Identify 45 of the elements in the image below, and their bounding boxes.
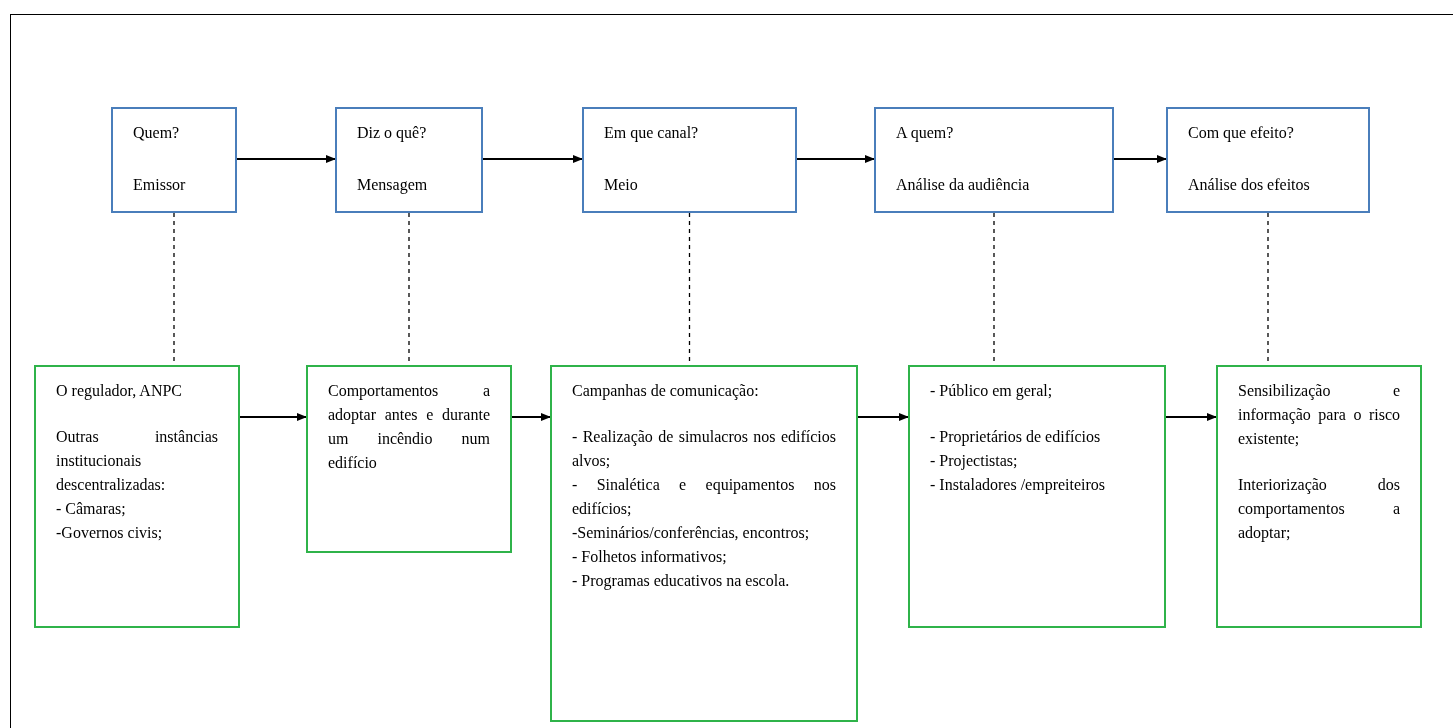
arrow	[482, 155, 583, 163]
box-text: -Seminários/conferências, encontros;	[572, 523, 811, 543]
box-text: - Câmaras;	[56, 499, 127, 519]
box-text: Comportamentos a adoptar antes e durante um incêndio num edifício	[328, 381, 490, 473]
box-text: - Projectistas;	[930, 451, 1019, 472]
arrow	[1165, 413, 1217, 421]
box-text: Outras instâncias institucionais descentralizadas:	[56, 427, 218, 495]
box-text: Interiorização dos comportamentos a adoptar;	[1238, 475, 1400, 544]
answer-box	[550, 365, 858, 722]
arrow	[236, 155, 336, 163]
question-box	[874, 107, 1114, 213]
box-text: Campanhas de comunicação:	[572, 381, 760, 402]
box-text: O regulador, ANPC	[56, 381, 183, 402]
arrow	[1113, 155, 1167, 163]
box-text: -Governos civis;	[56, 523, 164, 543]
question-box	[335, 107, 483, 213]
answer-box	[908, 365, 1166, 628]
box-text: - Folhetos informativos;	[572, 547, 728, 567]
answer-box	[1216, 365, 1422, 628]
question-box	[582, 107, 797, 213]
box-text: - Público em geral;	[930, 381, 1054, 402]
box-text: A quem?	[896, 123, 955, 144]
box-text: Em que canal?	[604, 123, 700, 144]
box-text: Emissor	[133, 175, 187, 195]
box-text: Mensagem	[357, 175, 429, 196]
box-text: - Sinalética e equipamentos nos edifícios;	[572, 475, 836, 519]
arrow	[511, 413, 551, 421]
box-text: Quem?	[133, 123, 181, 143]
box-text: Análise da audiência	[896, 175, 1031, 195]
box-text: - Programas educativos na escola.	[572, 571, 791, 592]
box-text: Análise dos efeitos	[1188, 175, 1311, 195]
arrow	[796, 155, 875, 163]
question-box	[111, 107, 237, 213]
answer-box	[34, 365, 240, 628]
box-text: - Instaladores /empreiteiros	[930, 475, 1107, 496]
box-text: - Proprietários de edifícios	[930, 427, 1102, 448]
question-box	[1166, 107, 1370, 213]
box-text: Com que efeito?	[1188, 123, 1295, 144]
box-text: Sensibilização e informação para o risco existente;	[1238, 381, 1400, 449]
arrow	[239, 413, 307, 421]
arrow	[857, 413, 909, 421]
box-text: Meio	[604, 175, 639, 195]
answer-box	[306, 365, 512, 553]
box-text: Diz o quê?	[357, 123, 428, 144]
box-text: - Realização de simulacros nos edifícios alvos;	[572, 427, 836, 471]
